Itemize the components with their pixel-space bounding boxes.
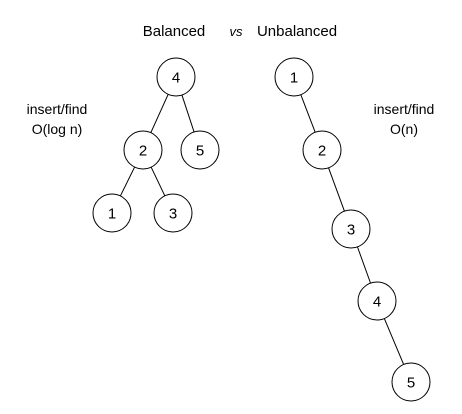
balanced-node-circle: [123, 130, 163, 170]
balanced-node-3: 3: [153, 193, 193, 233]
balanced-node-circle: [153, 193, 193, 233]
unbalanced-node-2: 2: [302, 130, 342, 170]
nodes-layer: 4 2 5 1 3 1 2 3 4 5: [92, 57, 431, 402]
balanced-node-label: 4: [172, 70, 180, 87]
balanced-node-4: 4: [156, 57, 196, 97]
unbalanced-node-label: 4: [373, 294, 381, 311]
balanced-edge-b2-b3: [150, 166, 166, 197]
balanced-node-label: 2: [139, 143, 147, 160]
balanced-node-label: 1: [108, 206, 116, 223]
balanced-edge-b4-b2: [150, 94, 169, 133]
balanced-complexity-line1: insert/find: [27, 101, 88, 117]
unbalanced-node-3: 3: [331, 209, 371, 249]
unbalanced-node-label: 2: [318, 143, 326, 160]
balanced-edge-b4-b5: [181, 94, 195, 133]
unbalanced-node-circle: [302, 130, 342, 170]
balanced-node-label: 3: [169, 206, 177, 223]
unbalanced-node-circle: [391, 362, 431, 402]
unbalanced-title: Unbalanced: [257, 23, 337, 40]
unbalanced-edge-u2-u3: [328, 167, 345, 212]
unbalanced-node-circle: [357, 281, 397, 321]
unbalanced-node-4: 4: [357, 281, 397, 321]
balanced-node-circle: [180, 130, 220, 170]
unbalanced-node-label: 3: [347, 222, 355, 239]
unbalanced-node-label: 5: [407, 375, 415, 392]
unbalanced-complexity-line2: O(n): [390, 121, 418, 137]
balanced-node-1: 1: [92, 193, 132, 233]
balanced-node-circle: [92, 193, 132, 233]
balanced-node-circle: [156, 57, 196, 97]
balanced-node-label: 5: [196, 143, 204, 160]
unbalanced-edge-u1-u2: [300, 94, 316, 133]
unbalanced-node-1: 1: [274, 57, 314, 97]
unbalanced-complexity-line1: insert/find: [374, 101, 435, 117]
vs-label: vs: [230, 24, 244, 39]
unbalanced-node-5: 5: [391, 362, 431, 402]
balanced-title: Balanced: [143, 23, 206, 40]
balanced-edge-b2-b1: [119, 166, 136, 197]
unbalanced-node-circle: [331, 209, 371, 249]
balanced-complexity-line2: O(log n): [32, 121, 83, 137]
edges-layer: [119, 94, 405, 365]
balanced-node-5: 5: [180, 130, 220, 170]
balanced-node-2: 2: [123, 130, 163, 170]
unbalanced-node-circle: [274, 57, 314, 97]
unbalanced-node-label: 1: [290, 70, 298, 87]
unbalanced-edge-u3-u4: [356, 246, 372, 284]
unbalanced-edge-u4-u5: [383, 318, 405, 365]
